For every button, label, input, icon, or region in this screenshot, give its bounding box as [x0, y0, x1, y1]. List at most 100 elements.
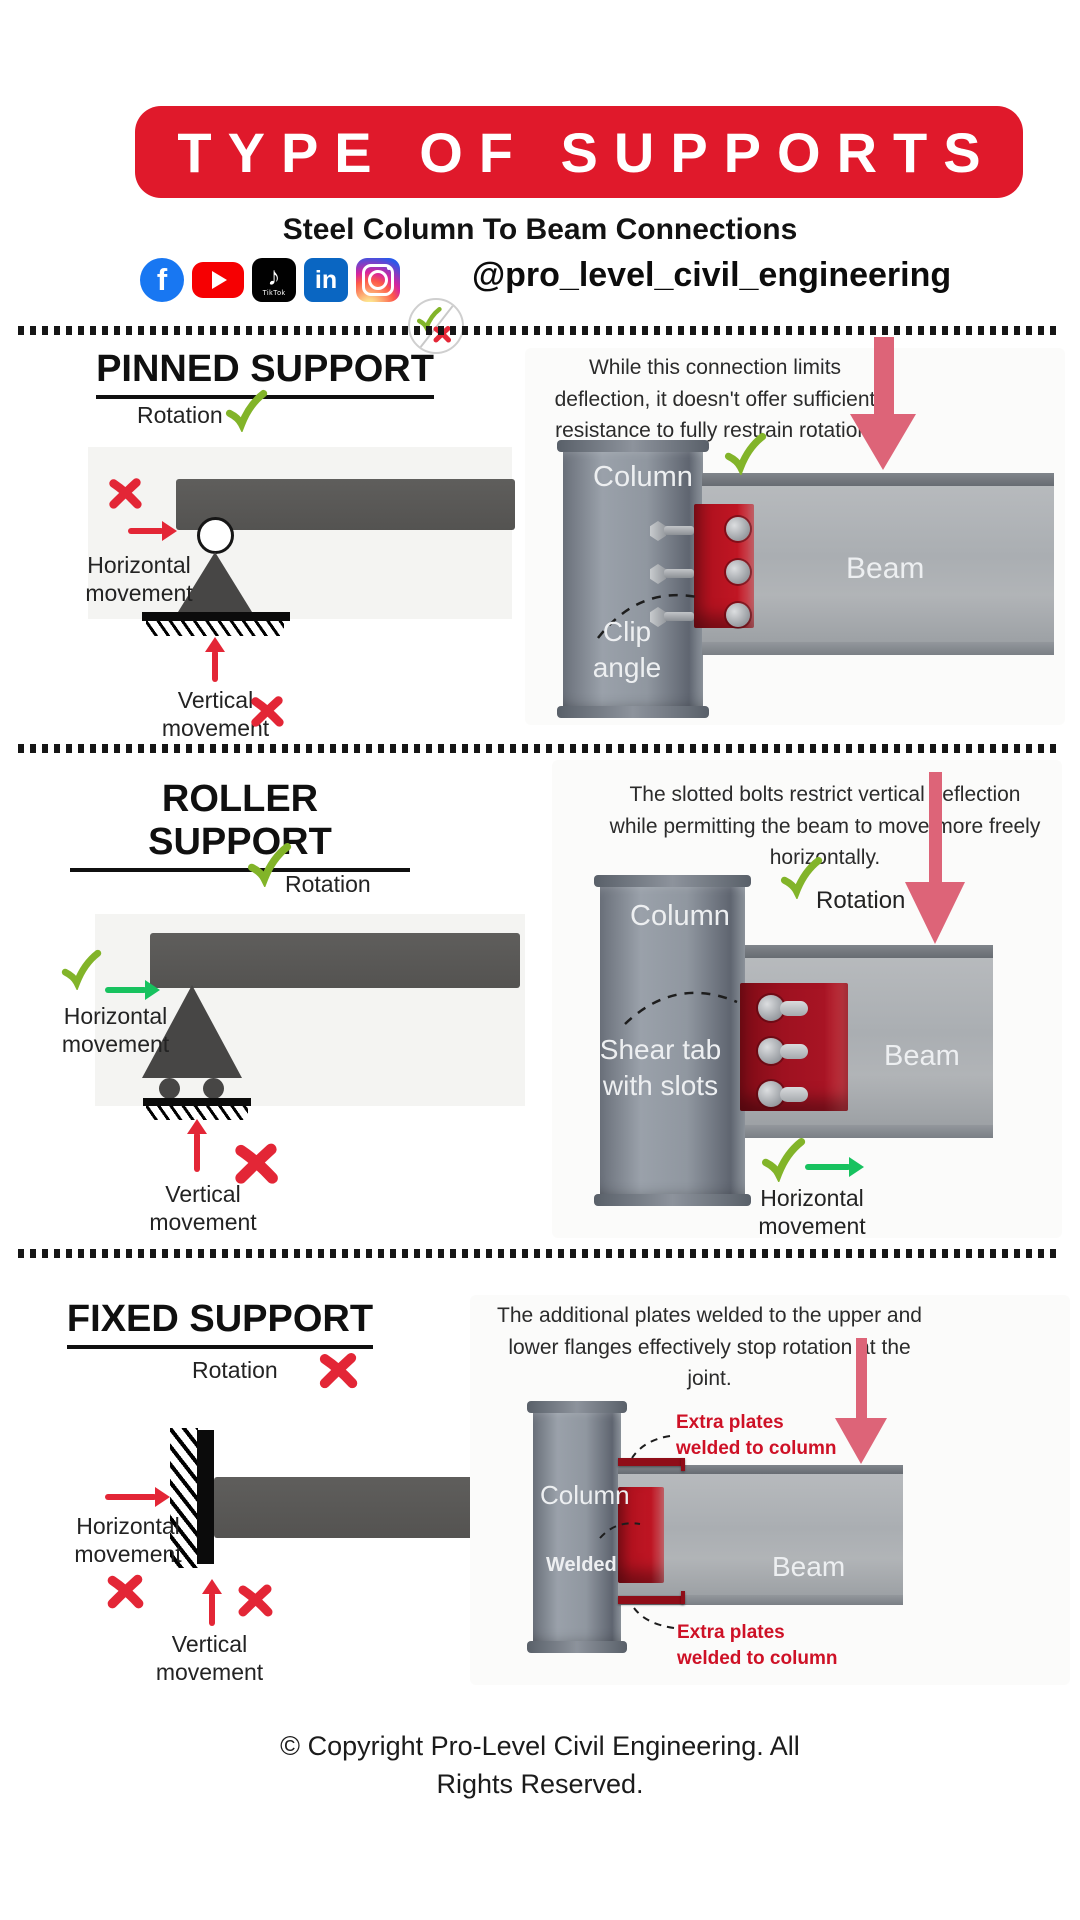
section-title-fixed: FIXED SUPPORT — [50, 1298, 390, 1349]
callout-arc — [631, 1435, 671, 1459]
cross-icon — [251, 696, 284, 727]
vertical-arrow — [187, 1119, 207, 1172]
bolt-shaft — [664, 569, 694, 578]
fixed-column-3d — [527, 1401, 627, 1653]
instagram-icon[interactable] — [356, 258, 400, 302]
fixed-vertical-label: Vertical movement — [155, 1631, 264, 1686]
facebook-glyph: f — [156, 262, 168, 297]
fixed-beam-label: Beam — [772, 1551, 846, 1582]
bolt-head-icon — [650, 607, 666, 627]
load-arrow-head — [850, 414, 916, 470]
extra-plate-bottom — [618, 1596, 684, 1604]
fixed-wall — [197, 1430, 214, 1564]
wall-hatching — [170, 1428, 198, 1568]
shear-tab-label: Shear tab with slots — [599, 1034, 722, 1102]
cross-icon — [109, 478, 142, 509]
load-arrow-shaft — [874, 337, 894, 415]
pinned-vertical-label: Vertical movement — [161, 687, 270, 742]
page-title: TYPE OF SUPPORTS — [177, 120, 997, 184]
bolt-icon — [726, 517, 750, 541]
bolt-head-icon — [650, 521, 666, 541]
bolt-slot — [780, 1087, 808, 1102]
pinned-column-3d — [557, 440, 709, 718]
horizontal-arrow-green — [805, 1157, 864, 1177]
roller-wheel — [203, 1078, 224, 1099]
tiktok-label: TikTok — [262, 290, 286, 297]
youtube-icon[interactable] — [192, 262, 244, 298]
pinned-beam-2d — [176, 479, 515, 530]
check-icon — [762, 1138, 806, 1182]
social-handle[interactable]: @pro_level_civil_engineering — [472, 256, 952, 294]
roller-beam-label: Beam — [884, 1040, 960, 1072]
roller-rotation-label: Rotation — [285, 871, 371, 897]
tiktok-icon[interactable]: ♪ TikTok — [252, 258, 296, 302]
title-banner: TYPE OF SUPPORTS — [135, 106, 1023, 198]
welded-label: Welded — [546, 1554, 617, 1576]
bolt-icon — [726, 603, 750, 627]
bolt-shaft — [664, 526, 694, 535]
cross-icon — [319, 1352, 358, 1389]
ground-line — [143, 1098, 251, 1106]
roller-horizontal-label: Horizontal movement — [61, 1003, 170, 1058]
cross-icon — [238, 1584, 273, 1617]
facebook-icon[interactable]: f — [140, 258, 184, 302]
pinned-beam-3d — [702, 473, 1054, 655]
bolt-slot — [780, 1044, 808, 1059]
vertical-arrow — [205, 637, 225, 682]
cross-icon — [235, 1143, 278, 1184]
horizontal-arrow-green — [105, 980, 160, 1000]
vertical-arrow — [202, 1579, 222, 1626]
callout-arc — [633, 1607, 675, 1629]
divider-dotted — [18, 1249, 1062, 1258]
linkedin-glyph: in — [314, 265, 338, 294]
ground-hatching — [146, 1106, 248, 1120]
callout-arc — [597, 593, 703, 639]
fixed-beam-3d — [618, 1465, 903, 1605]
pinned-horizontal-label: Horizontal movement — [85, 552, 193, 607]
extra-plate-bottom-lip — [681, 1591, 685, 1604]
roller-column-3d — [594, 875, 751, 1206]
extra-plate-top-lip — [681, 1458, 685, 1471]
divider-dotted — [18, 744, 1062, 753]
roller-horizontal-label-right: Horizontal movement — [758, 1185, 866, 1240]
section-title-pinned: PINNED SUPPORT — [95, 348, 435, 399]
roller-caption: The slotted bolts restrict vertical defl… — [609, 783, 1041, 869]
fixed-rotation-label: Rotation — [192, 1357, 278, 1383]
check-icon — [780, 856, 823, 899]
pin-hinge — [197, 517, 234, 554]
copyright-text: © Copyright Pro-Level Civil Engineering.… — [280, 1731, 800, 1799]
fixed-caption: The additional plates welded to the uppe… — [497, 1304, 922, 1390]
extra-plate-note-bottom: Extra plates welded to column — [677, 1622, 838, 1669]
check-icon — [225, 389, 268, 432]
bolt-shaft — [664, 612, 694, 621]
section-title-roller: ROLLER SUPPORT — [70, 778, 410, 872]
callout-arc — [599, 1522, 641, 1539]
bolt-icon — [758, 1081, 784, 1107]
roller-beam-2d — [150, 933, 520, 988]
roller-column-label: Column — [630, 900, 730, 932]
tiktok-glyph: ♪ — [267, 261, 281, 291]
horizontal-arrow — [105, 1487, 170, 1507]
bolt-icon — [758, 995, 784, 1021]
fixed-horizontal-label: Horizontal movement — [74, 1513, 182, 1568]
linkedin-icon[interactable]: in — [304, 258, 348, 302]
load-arrow-head — [835, 1418, 887, 1464]
pinned-rotation-label: Rotation — [137, 402, 223, 428]
page-subtitle: Steel Column To Beam Connections — [282, 213, 798, 246]
divider-dotted — [18, 326, 1062, 335]
roller-wheel — [159, 1078, 180, 1099]
welded-plate — [618, 1487, 664, 1583]
callout-arc — [624, 991, 738, 1025]
load-arrow-shaft — [856, 1338, 867, 1420]
check-icon — [724, 432, 767, 475]
bolt-slot — [780, 1001, 808, 1016]
fixed-beam-2d — [214, 1477, 508, 1538]
pinned-beam-label: Beam — [846, 552, 925, 585]
pinned-caption: While this connection limits deflection,… — [554, 356, 876, 442]
bolt-icon — [726, 560, 750, 584]
roller-vertical-label: Vertical movement — [149, 1181, 257, 1236]
load-arrow-head — [905, 882, 965, 944]
ground-hatching — [146, 621, 284, 636]
bolt-head-icon — [650, 564, 666, 584]
